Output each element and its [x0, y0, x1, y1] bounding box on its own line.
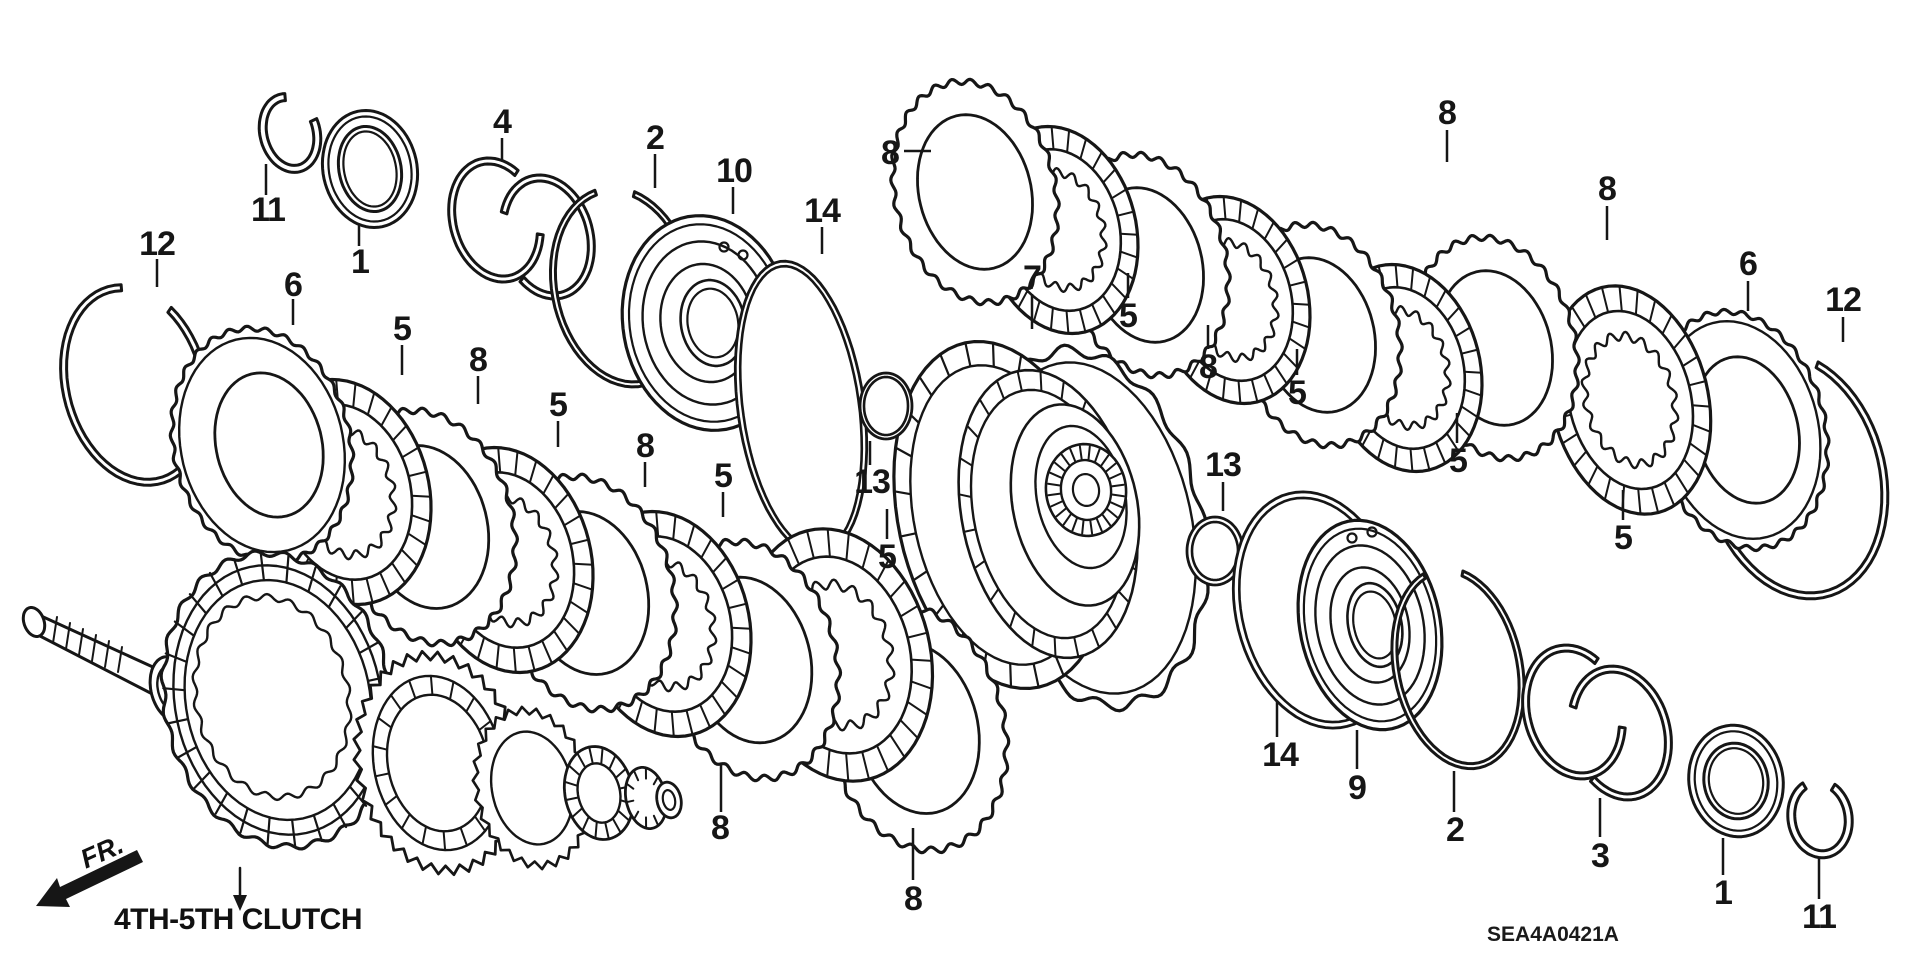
callout-13: 13: [854, 441, 891, 501]
oring-13-left: [858, 371, 914, 441]
callout-number: 8: [711, 809, 729, 847]
callout-5: 5: [1119, 273, 1138, 335]
callout-8: 8: [1199, 325, 1218, 386]
callout-number: 8: [1598, 170, 1616, 208]
callout-12: 12: [139, 225, 176, 287]
snap-ring-11-bottom: [1786, 781, 1854, 860]
assembly-title: 4TH-5TH CLUTCH: [114, 903, 363, 936]
callout-13: 13: [1205, 446, 1242, 511]
seal-ring-14-top: [733, 259, 869, 557]
callout-number: 10: [716, 152, 752, 190]
callout-number: 9: [1348, 769, 1366, 807]
callout-2: 2: [1446, 771, 1465, 849]
callout-number: 8: [469, 341, 487, 379]
mainshaft-assembly: [21, 549, 683, 877]
spring-washer-3: [1521, 643, 1673, 802]
callout-number: 1: [351, 243, 369, 281]
callout-2: 2: [646, 119, 665, 188]
fr-direction-arrow: [36, 850, 143, 907]
callout-number: 8: [1438, 94, 1456, 132]
callout-number: 6: [1739, 245, 1757, 283]
callout-number: 12: [1825, 281, 1861, 319]
callout-number: 14: [1262, 736, 1299, 774]
callout-8: 8: [904, 828, 923, 918]
callout-14: 14: [1262, 701, 1300, 774]
thrust-washer-1-top: [320, 109, 420, 229]
callout-number: 4: [493, 103, 512, 141]
callout-number: 1: [1714, 874, 1732, 912]
callout-3: 3: [1591, 798, 1610, 875]
callout-8: 8: [469, 341, 488, 404]
callout-5: 5: [1288, 349, 1307, 412]
callout-number: 6: [284, 266, 302, 304]
callout-5: 5: [549, 386, 568, 447]
callout-8: 8: [1598, 170, 1617, 240]
thrust-washer-1-bottom: [1687, 723, 1785, 839]
callout-number: 5: [1119, 297, 1137, 335]
callout-number: 5: [1449, 442, 1467, 480]
clutch-drum-7: [892, 340, 1210, 713]
callout-number: 14: [804, 192, 841, 230]
callout-12: 12: [1825, 281, 1862, 342]
callout-number: 5: [393, 310, 411, 348]
callout-8: 8: [636, 427, 655, 487]
callout-number: 13: [854, 463, 890, 501]
callout-10: 10: [716, 152, 753, 214]
callout-8: 8: [881, 134, 931, 172]
callout-5: 5: [1614, 490, 1633, 557]
callout-number: 8: [636, 427, 654, 465]
callout-number: 11: [1802, 898, 1836, 936]
callout-number: 7: [1023, 259, 1041, 297]
callout-8: 8: [711, 764, 730, 847]
callout-1: 1: [1714, 838, 1733, 912]
callout-5: 5: [878, 509, 897, 576]
callout-number: 2: [646, 119, 664, 157]
callout-5: 5: [1449, 413, 1468, 480]
callout-number: 3: [1591, 837, 1609, 875]
callout-14: 14: [804, 192, 842, 254]
snap-ring-2-bottom: [1390, 569, 1526, 771]
callout-number: 8: [1199, 348, 1217, 386]
callout-1: 1: [351, 224, 370, 281]
wave-spring-4: [447, 156, 596, 301]
callout-number: 5: [878, 538, 896, 576]
callout-5: 5: [393, 310, 412, 375]
callout-6: 6: [1739, 245, 1758, 311]
callout-4: 4: [493, 103, 513, 160]
snap-ring-11-top: [257, 92, 323, 174]
oring-13-right: [1185, 515, 1245, 587]
callout-number: 5: [1288, 374, 1306, 412]
piston-9: [1296, 518, 1444, 732]
callout-number: 2: [1446, 811, 1464, 849]
callout-number: 8: [904, 880, 922, 918]
callout-number: 11: [251, 191, 285, 229]
callout-number: 5: [549, 386, 567, 424]
callout-9: 9: [1348, 730, 1367, 807]
callout-number: 13: [1205, 446, 1241, 484]
callout-6: 6: [284, 266, 303, 325]
callout-11: 11: [1802, 859, 1837, 936]
callout-8: 8: [1438, 94, 1457, 162]
callout-number: 5: [1614, 519, 1632, 557]
callout-5: 5: [714, 457, 733, 517]
clutch-plate-8-r1: [889, 77, 1061, 307]
assembly-pointer-arrow: [233, 866, 247, 911]
end-plate-6-left: [168, 324, 356, 566]
callout-number: 12: [139, 225, 175, 263]
callout-7: 7: [1023, 259, 1042, 329]
callout-number: 5: [714, 457, 732, 495]
callout-11: 11: [251, 164, 286, 229]
callout-number: 8: [881, 134, 899, 172]
diagram-code: SEA4A0421A: [1487, 923, 1619, 946]
